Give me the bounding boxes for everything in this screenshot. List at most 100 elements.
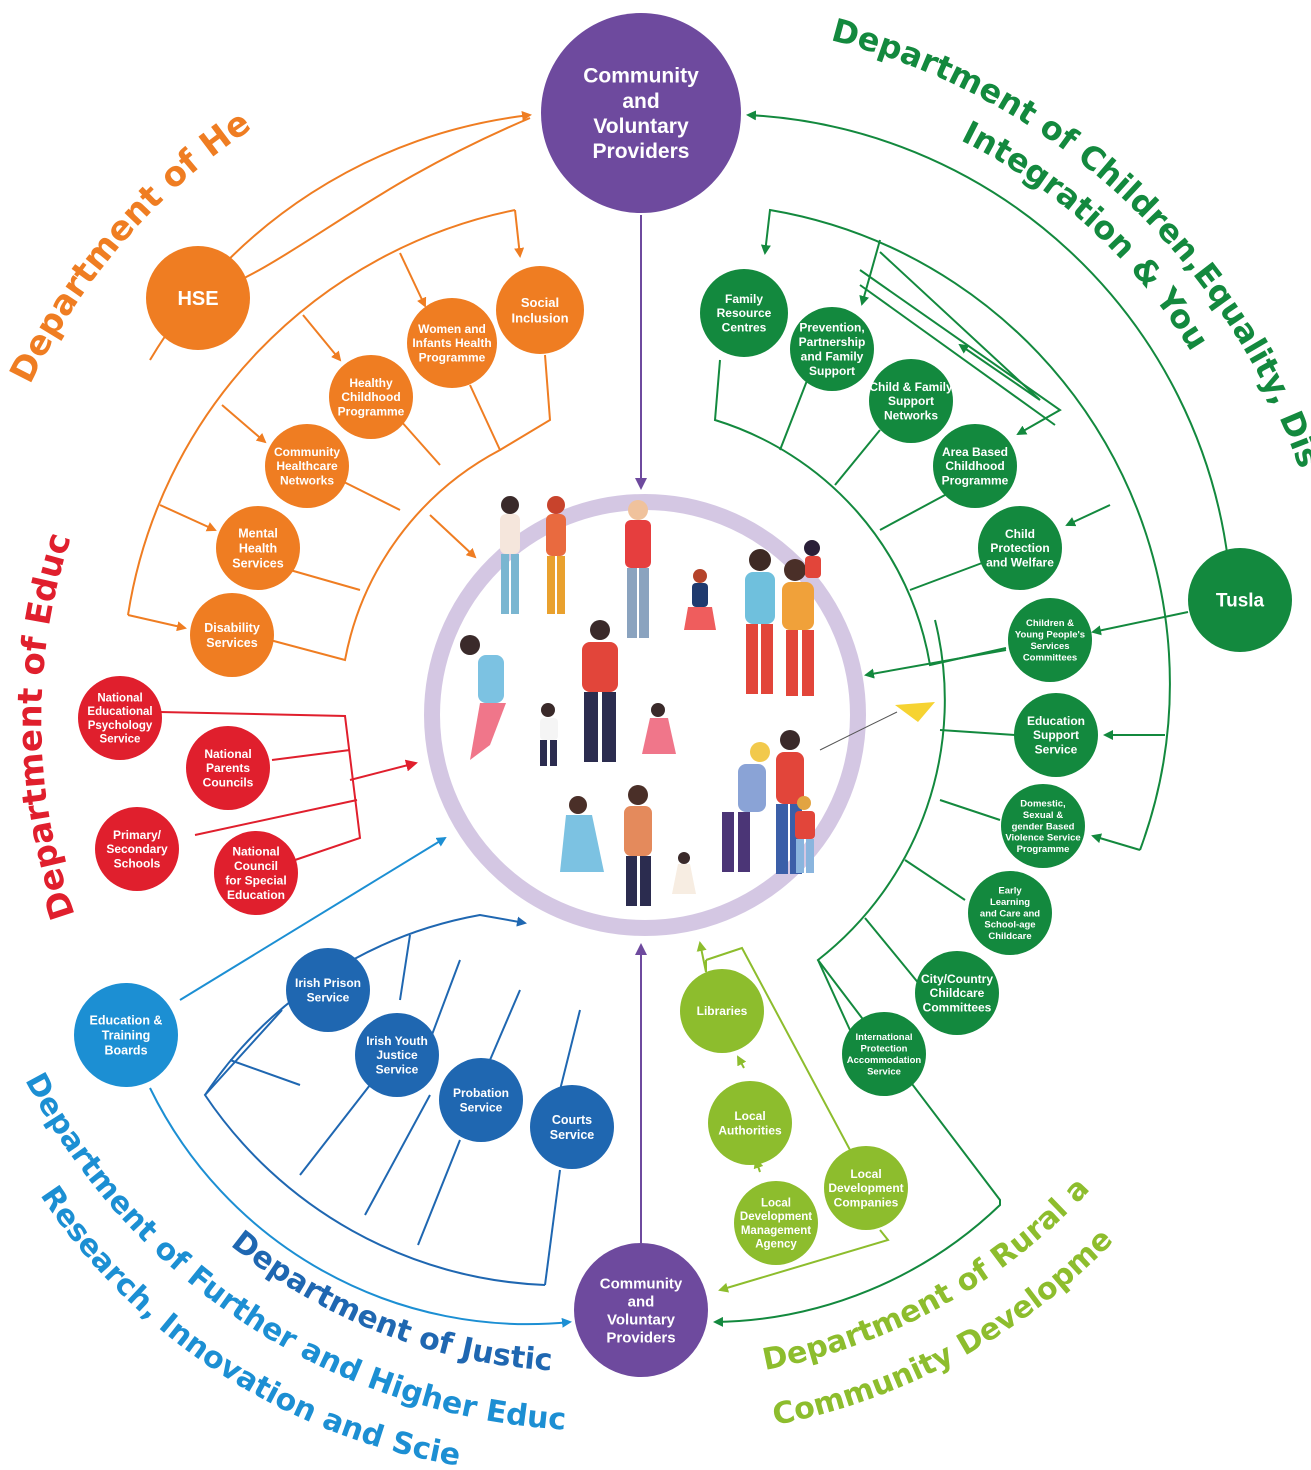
node-national-council-for-special-education-label-line: Education <box>227 888 285 902</box>
node-education-training-boards-circle <box>74 983 178 1087</box>
node-women-and-infants-health-programme-label-line: Women and <box>418 322 486 336</box>
node-libraries-label-line: Libraries <box>697 1004 748 1018</box>
node-national-parents-councils-circle <box>186 726 270 810</box>
node-tusla-label-line: Tusla <box>1216 591 1265 612</box>
node-local-development-companies-label-line: Development <box>828 1181 903 1195</box>
node-family-resource-centres-label-line: Centres <box>722 321 767 335</box>
node-city-country-childcare-committees-label-line: Childcare <box>930 986 985 1000</box>
node-healthy-childhood-programme-label-line: Healthy <box>349 376 393 390</box>
node-irish-youth-justice-service-circle <box>355 1013 439 1097</box>
node-children-young-people-s-services-committees-label-line: Children & <box>1026 618 1074 629</box>
node-healthy-childhood-programme-label-line: Childhood <box>341 390 400 404</box>
node-international-protection-accommodation-service-circle <box>842 1012 926 1096</box>
node-area-based-childhood-programme-circle <box>933 424 1017 508</box>
node-tusla-circle <box>1188 548 1292 652</box>
node-women-and-infants-health-programme-label-line: Programme <box>419 351 486 365</box>
node-local-development-management-agency-label-line: Management <box>741 1225 811 1237</box>
providers-top-node-label-line: Voluntary <box>593 115 689 138</box>
node-prevention-partnership-and-family-support-label-line: and Family <box>801 349 864 363</box>
node-national-educational-psychology-service-label-line: Psychology <box>88 720 153 732</box>
node-domestic-sexual-gender-based-violence-service-programme-circle <box>1001 784 1085 868</box>
families-illustration <box>460 496 935 906</box>
node-city-country-childcare-committees-label-line: Committees <box>923 1001 992 1015</box>
node-tusla: Tusla <box>1188 548 1292 652</box>
node-children-young-people-s-services-committees-circle <box>1008 598 1092 682</box>
node-education-support-service-label-line: Support <box>1033 728 1079 742</box>
children-connectors <box>713 110 1229 1327</box>
node-international-protection-accommodation-service-label-line: International <box>855 1032 912 1043</box>
node-women-and-infants-health-programme-label-line: Infants Health <box>412 336 491 350</box>
node-education-training-boards-label-line: Education & <box>90 1013 163 1027</box>
node-community-healthcare-networks-label-line: Community <box>274 445 340 459</box>
node-mental-health-services-label-line: Mental <box>238 526 278 540</box>
providers-bottom-node-circle <box>574 1243 708 1377</box>
node-family-resource-centres-label-line: Family <box>725 292 763 306</box>
providers-top-node-label-line: Providers <box>593 140 690 163</box>
node-local-authorities-circle <box>708 1081 792 1165</box>
node-irish-prison-service-label-line: Irish Prison <box>295 976 361 990</box>
providers-bottom-node-label-line: Providers <box>606 1329 675 1346</box>
node-domestic-sexual-gender-based-violence-service-programme-label-line: Domestic, <box>1020 799 1065 810</box>
node-city-country-childcare-committees-circle <box>915 951 999 1035</box>
node-early-learning-and-care-and-school-age-childcare-label-line: Childcare <box>988 931 1031 942</box>
further-connectors <box>149 836 572 1328</box>
node-child-family-support-networks-label-line: Support <box>888 394 934 408</box>
node-local-development-management-agency-label-line: Local <box>761 1197 791 1209</box>
node-disability-services-label-line: Services <box>206 636 257 650</box>
node-irish-youth-justice-service-label-line: Irish Youth <box>366 1034 428 1048</box>
node-area-based-childhood-programme-label-line: Area Based <box>942 445 1008 459</box>
node-child-family-support-networks-label-line: Child & Family <box>869 380 953 394</box>
node-prevention-partnership-and-family-support-circle <box>790 307 874 391</box>
node-primary-secondary-schools-label-line: Secondary <box>106 842 168 856</box>
node-prevention-partnership-and-family-support-label-line: Prevention, <box>799 321 864 335</box>
dept-rural-label-line2: Community Development <box>0 0 1120 1433</box>
node-child-family-support-networks-label-line: Networks <box>884 409 938 423</box>
node-hse-circle <box>146 246 250 350</box>
node-disability-services-label-line: Disability <box>204 621 260 635</box>
node-local-development-management-agency-label-line: Agency <box>755 1239 797 1251</box>
node-international-protection-accommodation-service: InternationalProtectionAccommodationServ… <box>842 1012 926 1096</box>
node-national-council-for-special-education-label-line: Council <box>234 859 278 873</box>
node-national-council-for-special-education-label-line: National <box>232 845 279 859</box>
central-ring <box>424 494 866 936</box>
node-probation-service-circle <box>439 1058 523 1142</box>
node-education-support-service-label-line: Education <box>1027 714 1085 728</box>
node-libraries-circle <box>680 969 764 1053</box>
node-libraries: Libraries <box>680 969 764 1053</box>
providers-top-node-label-line: and <box>622 90 659 113</box>
node-national-parents-councils-label-line: Parents <box>206 761 250 775</box>
node-social-inclusion-label-line: Social <box>521 295 559 310</box>
node-probation-service-label-line: Service <box>460 1100 503 1114</box>
node-family-resource-centres-circle <box>700 269 788 357</box>
node-social-inclusion-circle <box>496 266 584 354</box>
node-children-young-people-s-services-committees-label-line: Committees <box>1023 652 1077 663</box>
node-national-educational-psychology-service-label-line: Educational <box>87 706 152 718</box>
node-domestic-sexual-gender-based-violence-service-programme-label-line: Violence Service <box>1005 833 1080 844</box>
node-international-protection-accommodation-service-label-line: Protection <box>861 1044 908 1055</box>
node-child-protection-and-welfare-label-line: Child <box>1005 527 1035 541</box>
node-local-development-companies-label-line: Companies <box>834 1196 899 1210</box>
node-child-protection-and-welfare-label-line: and Welfare <box>986 556 1054 570</box>
node-prevention-partnership-and-family-support-label-line: Partnership <box>799 335 866 349</box>
node-child-protection-and-welfare-circle <box>978 506 1062 590</box>
node-national-educational-psychology-service-label-line: National <box>97 692 142 704</box>
node-mental-health-services-label-line: Services <box>232 556 283 570</box>
node-community-healthcare-networks-label-line: Networks <box>280 474 334 488</box>
